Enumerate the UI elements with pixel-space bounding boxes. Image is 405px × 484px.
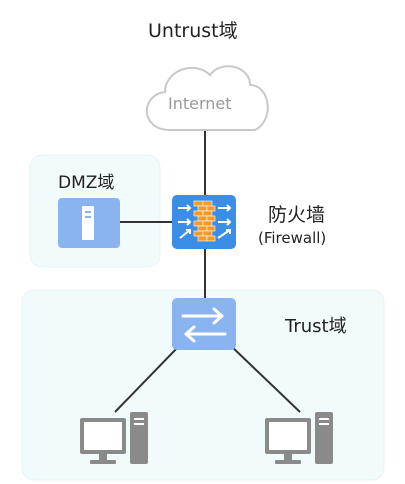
pc-icon — [80, 412, 148, 464]
firewall-label: 防火墙 — [268, 204, 326, 226]
firewall-label-en: (Firewall) — [258, 229, 327, 247]
untrust-zone-label: Untrust域 — [148, 20, 238, 42]
trust-zone-label: Trust域 — [285, 316, 347, 337]
internet-label: Internet — [168, 94, 232, 113]
cloud-icon — [145, 65, 269, 131]
server-icon — [58, 198, 120, 248]
switch-icon — [172, 298, 236, 350]
pc-icon — [265, 412, 333, 464]
dmz-zone-label: DMZ域 — [58, 173, 115, 193]
connection-lines — [114, 130, 301, 413]
firewall-icon — [172, 195, 236, 249]
